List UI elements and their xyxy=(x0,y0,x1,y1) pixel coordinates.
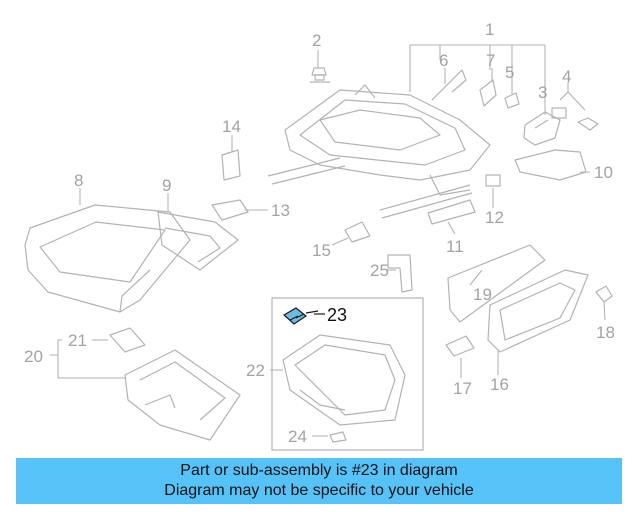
label-3: 3 xyxy=(538,83,547,102)
bracket-14 xyxy=(221,149,241,181)
frame-19 xyxy=(447,244,546,323)
clip-24 xyxy=(329,431,347,443)
label-17: 17 xyxy=(453,379,472,398)
info-banner: Part or sub-assembly is #23 in diagram D… xyxy=(16,458,622,504)
callout-labels: 1 2 3 4 5 6 7 8 9 10 11 12 13 14 15 16 1… xyxy=(24,20,615,446)
banner-line-1: Part or sub-assembly is #23 in diagram xyxy=(180,462,458,479)
cable-6 xyxy=(431,69,467,101)
clip-5 xyxy=(504,92,520,109)
label-5: 5 xyxy=(505,63,514,82)
clip-18 xyxy=(595,285,613,303)
label-7: 7 xyxy=(486,51,495,70)
label-16: 16 xyxy=(490,375,509,394)
label-22: 22 xyxy=(246,361,265,380)
label-9: 9 xyxy=(162,176,171,195)
label-6: 6 xyxy=(439,51,448,70)
drawer-20 xyxy=(124,349,241,441)
label-8: 8 xyxy=(74,171,83,190)
label-18: 18 xyxy=(596,323,615,342)
label-21: 21 xyxy=(68,331,87,350)
label-23: 23 xyxy=(327,305,347,325)
bracket-13 xyxy=(211,199,249,221)
bracket-25 xyxy=(387,254,413,293)
label-20: 20 xyxy=(24,347,43,366)
banner-line-2: Diagram may not be specific to your vehi… xyxy=(164,482,474,499)
label-15: 15 xyxy=(312,241,331,260)
bolt-23-highlighted xyxy=(282,307,319,325)
bolt-2 xyxy=(310,67,330,83)
pad-12 xyxy=(485,174,501,187)
bracket-7 xyxy=(479,79,497,107)
fasteners-4 xyxy=(551,107,599,131)
seat-cushion xyxy=(24,204,191,313)
cover-3 xyxy=(523,111,561,146)
seat-frame xyxy=(267,84,491,219)
leader-lines xyxy=(50,44,606,437)
label-24: 24 xyxy=(288,427,307,446)
label-4: 4 xyxy=(562,67,571,86)
liner-21 xyxy=(109,327,146,353)
label-13: 13 xyxy=(271,201,290,220)
label-1: 1 xyxy=(485,20,494,39)
side-cover-10 xyxy=(514,149,587,181)
cover-17 xyxy=(445,335,475,357)
side-panel-16 xyxy=(487,269,589,353)
subassembly-box-22 xyxy=(271,297,424,451)
label-25: 25 xyxy=(370,261,389,280)
trim-11 xyxy=(427,199,476,225)
label-10: 10 xyxy=(594,163,613,182)
cushion-pad xyxy=(157,211,239,271)
bracket-15 xyxy=(344,221,371,243)
label-19: 19 xyxy=(473,285,492,304)
label-12: 12 xyxy=(485,208,504,227)
label-14: 14 xyxy=(222,117,241,136)
label-11: 11 xyxy=(446,237,464,256)
label-2: 2 xyxy=(312,31,321,50)
